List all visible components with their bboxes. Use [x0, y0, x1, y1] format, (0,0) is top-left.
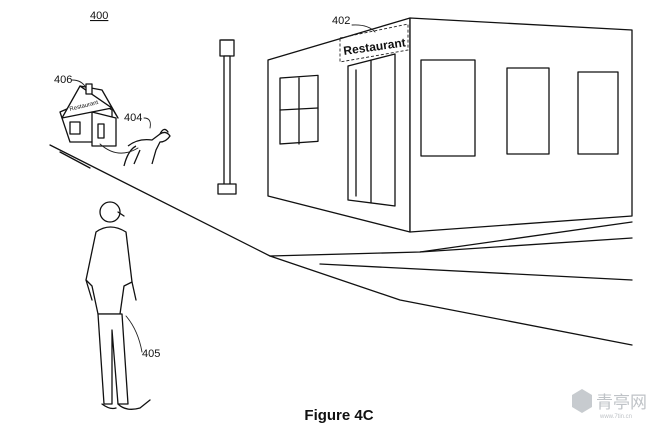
- watermark-logo-icon: [572, 389, 592, 413]
- restaurant-building: Restaurant: [267, 17, 633, 233]
- person: [85, 201, 151, 410]
- street-lamp: [217, 39, 237, 195]
- street-lines: [49, 144, 633, 346]
- watermark: 青亭网 www.7tin.cn: [572, 389, 647, 420]
- dog: [99, 128, 171, 167]
- dog-reference-label: 404: [124, 112, 142, 124]
- watermark-text: 青亭网: [596, 393, 647, 412]
- restaurant-sign-frame: [339, 23, 409, 63]
- small-house: Restaurant: [59, 83, 119, 147]
- person-reference-label: 405: [142, 348, 160, 360]
- figure-number-label: 400: [90, 10, 108, 22]
- watermark-url: www.7tin.cn: [599, 414, 632, 420]
- figure-caption: Figure 4C: [304, 407, 373, 424]
- house-reference-label: 406: [54, 74, 72, 86]
- sign-reference-label: 402: [332, 15, 350, 27]
